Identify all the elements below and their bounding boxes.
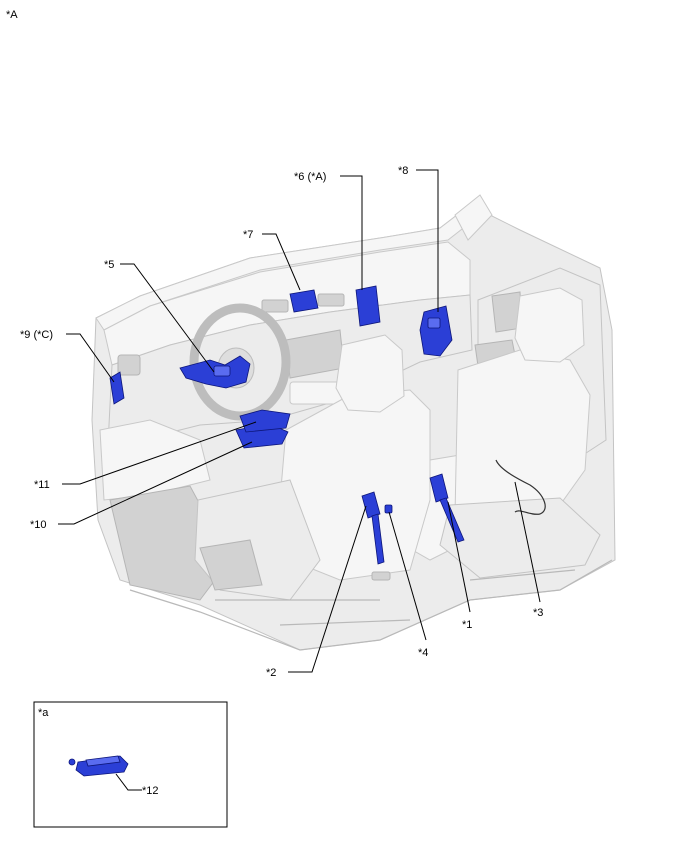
driver-rail-rear bbox=[279, 619, 411, 626]
callout-5: *5 bbox=[104, 259, 114, 271]
leader-c4 bbox=[388, 511, 427, 641]
passenger-seat bbox=[439, 287, 601, 581]
leader-c1 bbox=[447, 501, 471, 613]
passenger-cushion bbox=[439, 497, 601, 579]
a-pillar bbox=[454, 194, 493, 241]
part-11-module bbox=[239, 409, 291, 433]
driver-seat-side bbox=[199, 539, 263, 591]
inset-label: *a bbox=[38, 707, 49, 719]
lower-dash-left bbox=[99, 419, 211, 501]
part-9-module bbox=[109, 371, 125, 405]
inset-box: *a *12 bbox=[33, 701, 228, 828]
part-3-sensor-wire bbox=[495, 459, 546, 515]
callout-8: *8 bbox=[398, 165, 408, 177]
leader-c12 bbox=[115, 773, 142, 791]
callout-12: *12 bbox=[142, 785, 159, 797]
leader-c11 bbox=[62, 421, 257, 485]
callout-1: *1 bbox=[462, 619, 472, 631]
part-5-combination-switch bbox=[179, 355, 251, 389]
callout-11: *11 bbox=[34, 479, 50, 491]
cabin-illustration bbox=[91, 194, 616, 651]
leader-c8 bbox=[416, 169, 439, 312]
part-4-connector bbox=[384, 504, 393, 514]
floor-outline bbox=[129, 559, 613, 651]
driver-seat bbox=[194, 334, 431, 626]
leader-c3 bbox=[514, 481, 541, 603]
inset-frame bbox=[33, 701, 228, 828]
part-7-module bbox=[289, 289, 319, 313]
part-8-module bbox=[419, 305, 453, 357]
part-2-seat-belt-buckle bbox=[361, 491, 385, 565]
callout-labels: *1 *2 *3 *4 *5 *6 (*A) *7 *8 *9 (*C) *10… bbox=[20, 165, 543, 679]
center-vent-left bbox=[261, 299, 289, 313]
center-vent-right bbox=[317, 293, 345, 307]
leader-c7 bbox=[262, 233, 301, 291]
driver-headrest bbox=[335, 334, 405, 413]
leader-lines bbox=[58, 169, 541, 673]
callout-7: *7 bbox=[243, 229, 253, 241]
view-label: *A bbox=[6, 9, 18, 21]
part-6-ecu bbox=[355, 285, 381, 327]
callout-6: *6 (*A) bbox=[294, 171, 326, 183]
callout-9: *9 (*C) bbox=[20, 329, 53, 341]
callout-2: *2 bbox=[266, 667, 276, 679]
leader-c10 bbox=[58, 441, 253, 525]
leader-c2 bbox=[288, 505, 367, 673]
leader-c6 bbox=[340, 175, 363, 290]
passenger-rail bbox=[469, 569, 576, 581]
driver-rail-latch bbox=[371, 571, 391, 581]
callout-3: *3 bbox=[533, 607, 543, 619]
passenger-headrest bbox=[514, 287, 585, 363]
part-12-module bbox=[68, 755, 129, 777]
leader-c9 bbox=[66, 333, 115, 383]
callout-4: *4 bbox=[418, 647, 428, 659]
left-vent bbox=[117, 354, 141, 376]
callout-10: *10 bbox=[30, 519, 47, 531]
leader-c5 bbox=[120, 263, 215, 373]
